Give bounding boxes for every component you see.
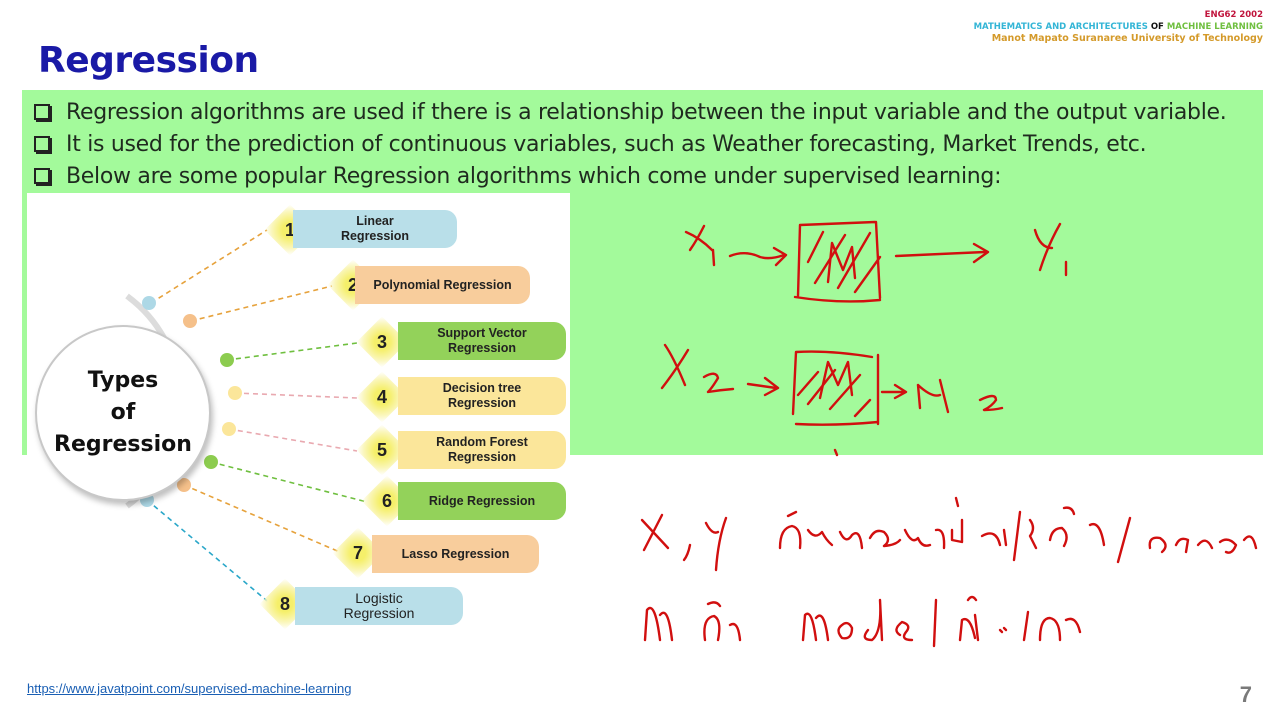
course-header: ENG62 2002 MATHEMATICS AND ARCHITECTURES…	[974, 9, 1263, 45]
source-link[interactable]: https://www.javatpoint.com/supervised-ma…	[27, 681, 352, 696]
course-title: MATHEMATICS AND ARCHITECTURES OF MACHINE…	[973, 22, 1263, 32]
checkbox-bullet-icon	[34, 104, 50, 120]
regression-item-lasso: Lasso Regression	[372, 535, 539, 573]
regression-item-polynomial: Polynomial Regression	[355, 266, 530, 304]
course-code: ENG62 2002	[1204, 10, 1263, 20]
bullet-item: Below are some popular Regression algori…	[34, 160, 1226, 192]
types-of-regression-circle: Types of Regression	[35, 325, 211, 501]
bullet-item: Regression algorithms are used if there …	[34, 96, 1227, 128]
regression-item-ridge: Ridge Regression	[398, 482, 566, 520]
checkbox-bullet-icon	[34, 168, 50, 184]
bullet-list: Regression algorithms are used if there …	[34, 96, 1227, 192]
university-name: Manot Mapato Suranaree University of Tec…	[991, 33, 1263, 44]
bullet-item: It is used for the prediction of continu…	[34, 128, 1226, 160]
slide-title: Regression	[38, 40, 259, 81]
checkbox-bullet-icon	[34, 136, 50, 152]
page-number: 7	[1239, 682, 1252, 707]
